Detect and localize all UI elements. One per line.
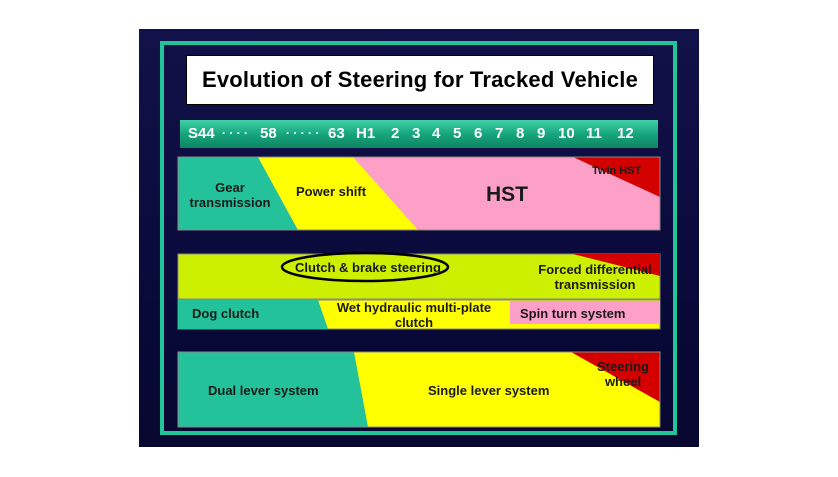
timeline-label: 12	[617, 125, 634, 142]
title-box: Evolution of Steering for Tracked Vehicl…	[186, 55, 654, 105]
single-lever-label: Single lever system	[428, 383, 550, 398]
lever-band: Dual lever system Single lever system St…	[177, 351, 661, 428]
power-shift-label: Power shift	[296, 184, 367, 199]
timeline-label: 8	[516, 125, 525, 142]
wet-hydraulic-label: Wet hydraulic multi-plate clutch	[336, 300, 492, 330]
forced-differential-label: Forced differential transmission	[538, 262, 652, 292]
dual-lever-label: Dual lever system	[208, 383, 319, 398]
timeline-dots: · · · · ·	[286, 126, 320, 140]
slide-title: Evolution of Steering for Tracked Vehicl…	[201, 67, 639, 92]
timeline-label: S44	[188, 125, 215, 142]
timeline-label: 4	[432, 125, 441, 142]
timeline-label: 10	[558, 125, 575, 142]
transmission-band: Gear transmission Power shift HST Twin H…	[177, 156, 661, 231]
transmission-band-graphic	[177, 156, 661, 231]
spin-turn-label: Spin turn system	[520, 306, 626, 321]
timeline-label: 2	[391, 125, 400, 142]
dog-clutch-label: Dog clutch	[192, 306, 260, 321]
timeline-label: 63	[328, 125, 345, 142]
clutch-brake-label: Clutch & brake steering	[295, 260, 441, 275]
timeline-dots: · · · ·	[222, 126, 248, 140]
lever-band-graphic	[177, 351, 661, 428]
steering-band-graphic	[177, 251, 661, 330]
timeline-label: 11	[586, 125, 602, 142]
slide-frame	[160, 41, 677, 435]
timeline-label: 5	[453, 125, 462, 142]
timeline-label: 6	[474, 125, 483, 142]
steering-wheel-label: Steering wheel	[596, 359, 649, 389]
twin-hst-label: Twin HST	[592, 165, 642, 177]
timeline-bar: S44 · · · · 58 · · · · · 63 H1 2 3 4 5 6…	[180, 120, 658, 148]
steering-band: Clutch & brake steering Forced different…	[177, 251, 661, 330]
hst-label: HST	[486, 183, 528, 206]
timeline-label: 7	[495, 125, 504, 142]
timeline-label: H1	[356, 125, 376, 142]
timeline-label: 3	[412, 125, 421, 142]
timeline-label: 9	[537, 125, 546, 142]
timeline-label: 58	[260, 125, 277, 142]
gear-transmission-label: Gear transmission	[189, 180, 271, 210]
